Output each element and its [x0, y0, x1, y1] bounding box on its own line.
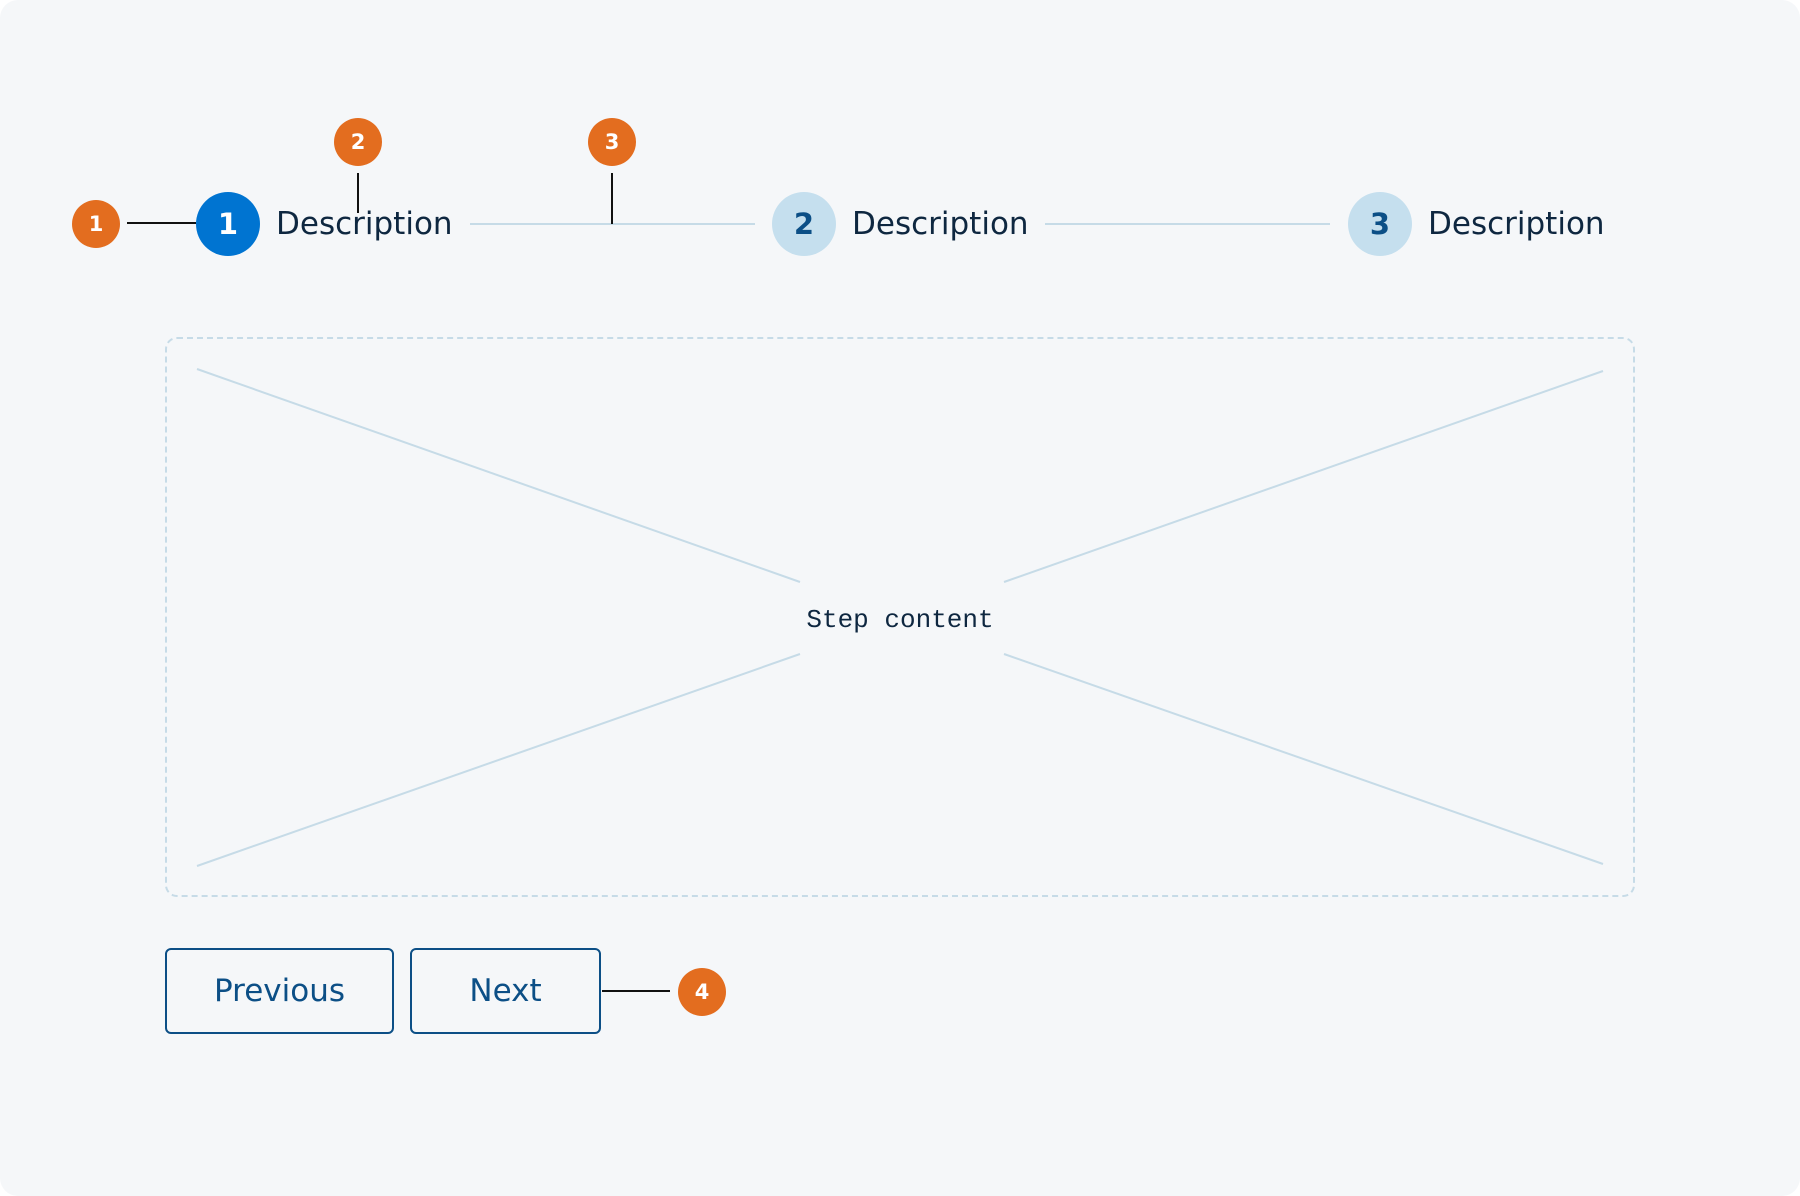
step-2-label[interactable]: Description: [852, 206, 1029, 242]
step-3-label[interactable]: Description: [1428, 206, 1605, 242]
step-content-label: Step content: [806, 605, 994, 635]
step-2-indicator[interactable]: 2: [772, 192, 836, 256]
placeholder-cross-line: [196, 368, 801, 583]
annotation-marker-4: 4: [678, 968, 726, 1016]
step-3-indicator[interactable]: 3: [1348, 192, 1412, 256]
step-1-label[interactable]: Description: [276, 206, 453, 242]
annotation-marker-1: 1: [72, 200, 120, 248]
placeholder-cross-line: [196, 653, 801, 867]
step-content-area: [165, 337, 1635, 897]
next-button[interactable]: Next: [410, 948, 601, 1034]
annotation-marker-2: 2: [334, 118, 382, 166]
placeholder-cross-line: [1003, 653, 1604, 865]
annotation-marker-3: 3: [588, 118, 636, 166]
step-1-indicator[interactable]: 1: [196, 192, 260, 256]
placeholder-cross-line: [1003, 370, 1604, 583]
previous-button[interactable]: Previous: [165, 948, 394, 1034]
